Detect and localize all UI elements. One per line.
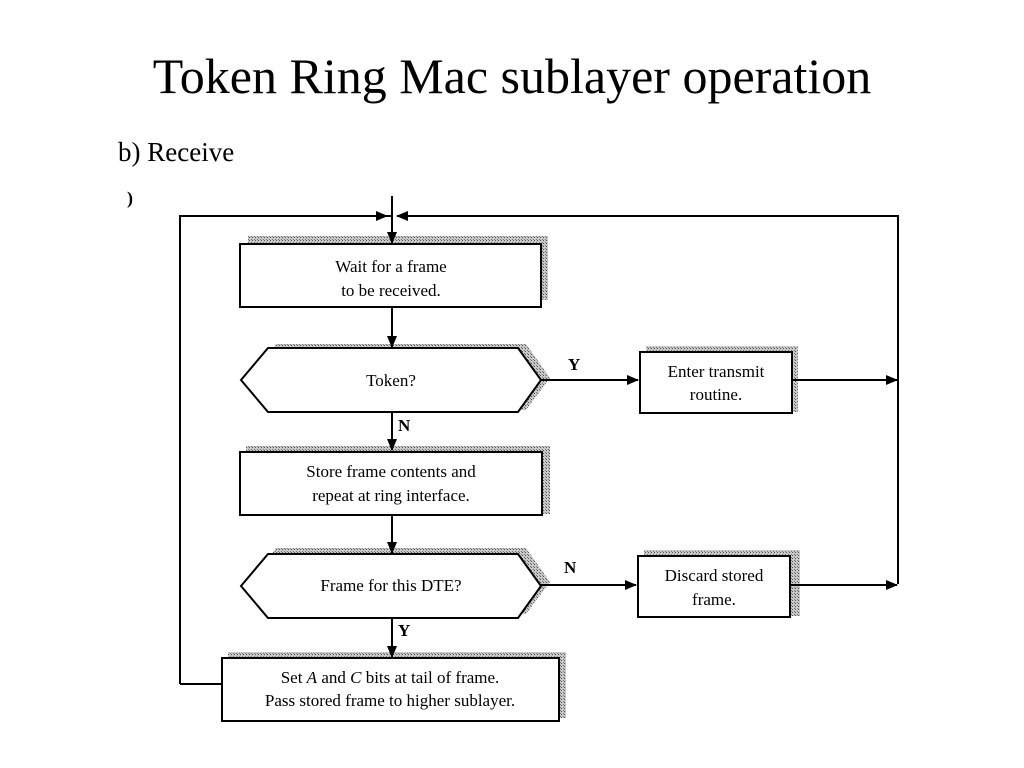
store-box-line1: Store frame contents and — [306, 462, 476, 481]
discard-box-line2: frame. — [692, 590, 736, 609]
transmit-box-line1: Enter transmit — [668, 362, 765, 381]
set-bits-line1: Set A and C bits at tail of frame. — [281, 668, 500, 687]
frame-yes-label: Y — [398, 621, 410, 640]
frame-no-label: N — [564, 558, 577, 577]
discard-box: Discard stored frame. — [637, 555, 791, 618]
wait-box-line1: Wait for a frame — [335, 257, 446, 276]
set-bits-line2: Pass stored frame to higher sublayer. — [265, 691, 515, 710]
token-no-label: N — [398, 416, 411, 435]
frame-decision-label: Frame for this DTE? — [320, 576, 461, 595]
connectors — [179, 196, 899, 685]
set-bits-box: Set A and C bits at tail of frame. Pass … — [221, 657, 560, 722]
store-box-line2: repeat at ring interface. — [312, 486, 470, 505]
return-line-right — [396, 211, 899, 584]
wait-box: Wait for a frame to be received. — [239, 243, 542, 308]
store-box: Store frame contents and repeat at ring … — [239, 451, 543, 516]
transmit-box-line2: routine. — [690, 385, 742, 404]
frame-decision: Frame for this DTE? — [239, 553, 543, 619]
panel-mark: ) — [127, 188, 133, 208]
token-yes-label: Y — [568, 355, 580, 374]
transmit-box: Enter transmit routine. — [639, 351, 793, 414]
slide-title: Token Ring Mac sublayer operation — [152, 48, 872, 104]
token-decision: Token? — [239, 347, 543, 413]
wait-box-line2: to be received. — [341, 281, 441, 300]
discard-box-line1: Discard stored — [665, 566, 764, 585]
slide-subtitle: b) Receive — [118, 137, 235, 167]
token-decision-label: Token? — [366, 371, 416, 390]
